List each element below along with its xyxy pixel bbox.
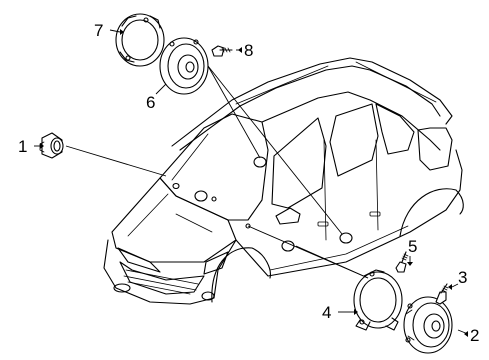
part-6-speaker xyxy=(159,37,209,95)
callout-6: 6 xyxy=(146,93,155,112)
part-3-screw xyxy=(435,283,449,305)
vehicle-body xyxy=(103,57,464,305)
callout-4: 4 xyxy=(322,303,331,322)
callout-8: 8 xyxy=(244,41,253,60)
leader-arrowheads xyxy=(40,29,468,337)
part-7-bracket xyxy=(115,13,165,67)
part-8-screw xyxy=(211,45,233,57)
callout-3: 3 xyxy=(458,268,467,287)
callout-7: 7 xyxy=(94,21,103,40)
leader-lines xyxy=(34,29,469,335)
part-4-bracket xyxy=(353,269,403,331)
part-2-speaker xyxy=(403,296,453,354)
part-1-tweeter xyxy=(39,132,64,159)
callout-5: 5 xyxy=(408,237,417,256)
callout-2: 2 xyxy=(470,326,479,345)
part-5-screw xyxy=(395,251,409,273)
callout-labels: 1 2 3 4 5 6 7 8 xyxy=(18,21,479,345)
callout-1: 1 xyxy=(18,137,27,156)
